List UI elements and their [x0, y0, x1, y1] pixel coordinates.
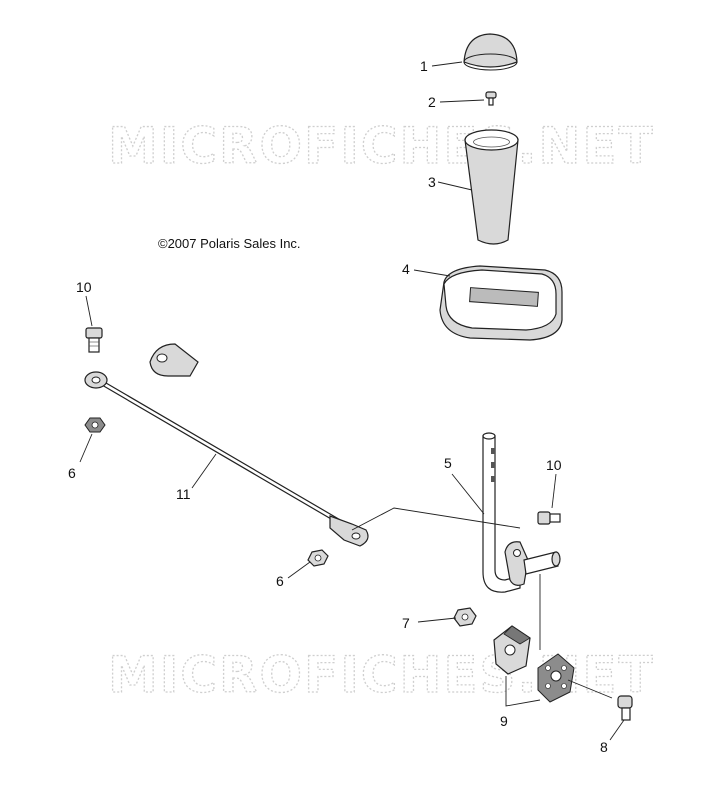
- callout-5: 5: [444, 455, 452, 471]
- leader-10b: [551, 473, 557, 509]
- part-bolt-top: [85, 327, 103, 353]
- callout-6a: 6: [68, 465, 76, 481]
- part-small-screw: [485, 91, 497, 106]
- part-bolt-8: [617, 695, 633, 721]
- part-bushing-left: [493, 625, 531, 675]
- part-gaiter-plate: [439, 265, 563, 341]
- part-knob-cap: [463, 33, 518, 71]
- part-bushing-right: [537, 653, 575, 703]
- leader-link: [351, 507, 521, 531]
- callout-7: 7: [402, 615, 410, 631]
- leader-6a: [79, 433, 93, 463]
- part-bolt-right: [537, 511, 561, 525]
- leader-6b: [287, 561, 311, 579]
- part-shift-lever: [482, 432, 561, 593]
- callout-6b: 6: [276, 573, 284, 589]
- copyright-notice: ©2007 Polaris Sales Inc.: [158, 236, 301, 251]
- leader-10a: [85, 295, 93, 327]
- callout-11: 11: [176, 486, 191, 502]
- leader-3: [437, 181, 473, 191]
- leader-lines: [79, 61, 625, 741]
- leader-bushing-bolt: [567, 679, 613, 699]
- leader-8: [609, 719, 625, 741]
- callout-2: 2: [428, 94, 436, 110]
- callout-10b: 10: [546, 457, 562, 473]
- leader-2: [439, 99, 485, 103]
- part-nut-upper: [84, 417, 106, 433]
- leader-7: [417, 617, 457, 623]
- part-shift-grip: [464, 129, 519, 245]
- callout-1: 1: [420, 58, 428, 74]
- part-bracket: [149, 343, 199, 377]
- part-linkage-rod: [84, 371, 369, 547]
- callout-10a: 10: [76, 279, 92, 295]
- callouts: 1 2 3 4 10 6 11 5 10 6 7 9 8: [68, 58, 608, 755]
- callout-9: 9: [500, 713, 508, 729]
- part-nut-7: [453, 607, 477, 627]
- part-nut-lower: [307, 549, 329, 567]
- leader-5: [451, 473, 485, 515]
- leader-11: [191, 453, 217, 489]
- callout-8: 8: [600, 739, 608, 755]
- leader-1: [431, 61, 463, 67]
- watermark-top: MICROFICHES.NET: [108, 117, 655, 175]
- callout-4: 4: [402, 261, 410, 277]
- leader-4: [413, 269, 451, 277]
- leader-9: [505, 676, 541, 707]
- callout-3: 3: [428, 174, 436, 190]
